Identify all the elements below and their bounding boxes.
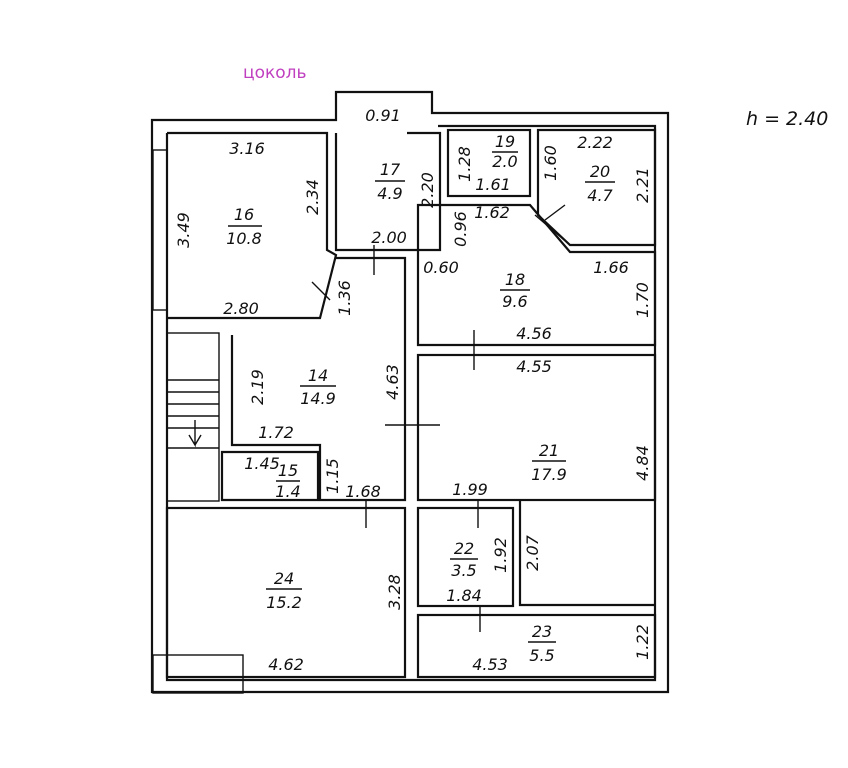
dim-2-21: 2.21 bbox=[633, 167, 652, 203]
dim-1-22: 1.22 bbox=[633, 624, 652, 660]
dim-0-60: 0.60 bbox=[423, 258, 459, 277]
room-23-area: 5.5 bbox=[529, 646, 554, 665]
dim-4-55: 4.55 bbox=[516, 357, 552, 376]
dim-3-28: 3.28 bbox=[385, 574, 404, 610]
dim-3-49: 3.49 bbox=[174, 212, 193, 248]
room-22-area: 3.5 bbox=[451, 561, 476, 580]
room-23-id: 23 bbox=[532, 622, 552, 641]
dim-1-62: 1.62 bbox=[474, 203, 510, 222]
room-14-area: 14.9 bbox=[300, 389, 336, 408]
room-22-id: 22 bbox=[454, 539, 474, 558]
room-15-area: 1.4 bbox=[275, 482, 300, 501]
dim-1-68: 1.68 bbox=[345, 482, 381, 501]
stair-steps bbox=[167, 379, 219, 449]
dim-1-36: 1.36 bbox=[335, 280, 354, 316]
dim-2-00: 2.00 bbox=[371, 228, 407, 247]
window-left bbox=[152, 149, 168, 311]
room-19-id: 19 bbox=[495, 132, 515, 151]
dim-1-28: 1.28 bbox=[455, 146, 474, 182]
room-19-area: 2.0 bbox=[492, 152, 517, 171]
room-22-walls bbox=[416, 506, 515, 608]
dim-2-34: 2.34 bbox=[303, 179, 322, 215]
room-16-id: 16 bbox=[234, 205, 254, 224]
room-21-lower bbox=[518, 500, 655, 607]
room-17-walls bbox=[334, 131, 442, 252]
room-24-walls bbox=[165, 506, 407, 679]
room-21-id: 21 bbox=[539, 441, 559, 460]
dim-4-62: 4.62 bbox=[268, 655, 304, 674]
room-20-area: 4.7 bbox=[587, 186, 613, 205]
room-24-id: 24 bbox=[274, 569, 294, 588]
dimension-labels: 0.91 3.16 2.34 3.49 2.80 1.36 2.20 2.00 … bbox=[174, 106, 652, 674]
ceiling-height-label: h = 2.40 bbox=[746, 108, 829, 130]
dim-4-53: 4.53 bbox=[472, 655, 508, 674]
dim-4-84: 4.84 bbox=[633, 445, 652, 481]
dim-0-96: 0.96 bbox=[451, 211, 470, 247]
room-15-id: 15 bbox=[278, 461, 298, 480]
stairs-arrow-icon bbox=[188, 420, 202, 448]
dim-2-20: 2.20 bbox=[418, 172, 437, 208]
dim-1-70: 1.70 bbox=[633, 282, 652, 318]
window-bottom-left bbox=[152, 654, 244, 694]
room-17-id: 17 bbox=[380, 160, 401, 179]
room-20-id: 20 bbox=[590, 162, 610, 181]
dim-1-84: 1.84 bbox=[446, 586, 482, 605]
dim-2-19: 2.19 bbox=[248, 369, 267, 405]
outer-wall bbox=[150, 90, 670, 694]
dim-0-91: 0.91 bbox=[365, 106, 401, 125]
room-18-walls bbox=[416, 203, 657, 347]
room-16-area: 10.8 bbox=[226, 229, 262, 248]
room-21-area: 17.9 bbox=[531, 465, 567, 484]
dim-2-80: 2.80 bbox=[223, 299, 259, 318]
dim-1-15: 1.15 bbox=[323, 458, 342, 494]
stairs bbox=[166, 332, 220, 502]
room-17-area: 4.9 bbox=[377, 184, 402, 203]
room-24-area: 15.2 bbox=[266, 593, 302, 612]
dim-1-60: 1.60 bbox=[541, 145, 560, 181]
dim-1-66: 1.66 bbox=[593, 258, 629, 277]
room-18-id: 18 bbox=[505, 270, 525, 289]
dim-2-22: 2.22 bbox=[577, 133, 613, 152]
dim-1-45: 1.45 bbox=[244, 454, 280, 473]
room-18-area: 9.6 bbox=[502, 292, 527, 311]
room-15-walls bbox=[220, 450, 320, 502]
dim-1-61: 1.61 bbox=[475, 175, 511, 194]
dim-1-92: 1.92 bbox=[491, 537, 510, 573]
room-14-id: 14 bbox=[308, 366, 328, 385]
dim-4-56: 4.56 bbox=[516, 324, 552, 343]
dim-2-07: 2.07 bbox=[523, 534, 542, 570]
room-14-walls bbox=[230, 256, 407, 502]
room-21-walls bbox=[416, 353, 657, 502]
dim-3-16: 3.16 bbox=[229, 139, 265, 158]
room-16-walls bbox=[167, 131, 338, 320]
room-23-walls bbox=[416, 613, 657, 679]
room-20-walls bbox=[536, 128, 657, 247]
door-marks bbox=[311, 204, 571, 632]
dim-1-99: 1.99 bbox=[452, 480, 488, 499]
room-labels: 16 10.8 17 4.9 19 2.0 20 4.7 18 9.6 14 1… bbox=[226, 132, 615, 665]
dim-4-63: 4.63 bbox=[383, 364, 402, 400]
dim-1-72: 1.72 bbox=[258, 423, 294, 442]
floor-title: цоколь bbox=[243, 63, 307, 83]
room-19-walls bbox=[446, 128, 532, 198]
